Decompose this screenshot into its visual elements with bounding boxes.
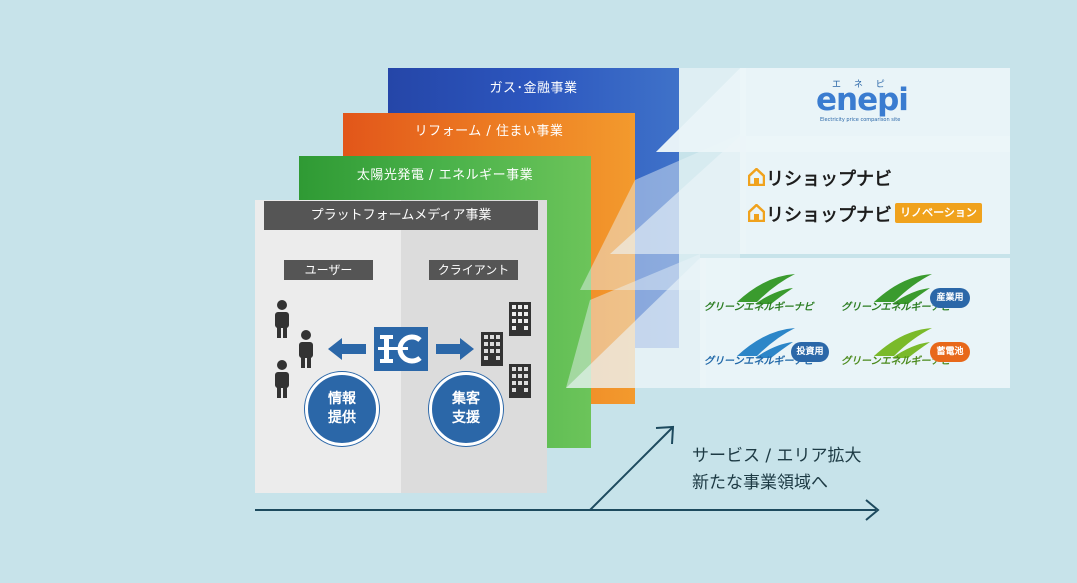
green-energy-battery-logo: グリーンエネルギーナビ <box>841 356 951 367</box>
reshop-logo: リショップナビ <box>766 169 892 190</box>
platform-layer: プラットフォームメディア事業 ユーザー クライアント <box>255 200 547 493</box>
solar-title: 太陽光発電 / エネルギー事業 <box>356 168 534 183</box>
blue-leaf-icon <box>737 328 795 358</box>
enepi-kana: エ ネ ピ <box>832 80 890 90</box>
platform-title: プラットフォームメディア事業 <box>310 208 492 223</box>
green-energy-logo: グリーンエネルギーナビ <box>704 302 814 313</box>
reform-title: リフォーム / 住まい事業 <box>414 124 564 139</box>
platform-title-bar: プラットフォームメディア事業 <box>264 201 538 230</box>
info-provide-bubble: 情報提供 <box>305 372 379 446</box>
battery-badge: 蓄電池 <box>930 342 970 362</box>
reshop-renovation-logo: リショップナビ <box>766 205 892 226</box>
house-icon <box>748 204 765 222</box>
green-energy-industrial-logo: グリーンエネルギーナビ <box>841 302 951 313</box>
enepi-panel-slant <box>656 68 746 152</box>
house-icon <box>748 168 765 186</box>
customer-support-text: 集客支援 <box>452 391 480 426</box>
green-leaf-icon <box>737 274 795 304</box>
right-arrow-icon <box>436 338 474 360</box>
left-arrow-icon <box>328 338 366 360</box>
investment-badge: 投資用 <box>791 342 829 362</box>
customer-support-bubble: 集客支援 <box>429 372 503 446</box>
growth-text-line2: 新たな事業領域へ <box>692 473 828 493</box>
lime-leaf-icon <box>874 328 932 358</box>
growth-text-line1: サービス / エリア拡大 <box>692 446 862 466</box>
person-icon <box>275 360 289 398</box>
green-energy-investment-logo: グリーンエネルギーナビ <box>704 356 814 367</box>
green-leaf-icon <box>874 274 932 304</box>
renovation-badge: リノベーション <box>895 203 982 223</box>
enepi-logo: enepi <box>816 82 909 118</box>
green-energy-panel-slant <box>566 258 706 388</box>
client-tag: クライアント <box>429 260 518 280</box>
building-icon <box>481 332 503 366</box>
company-logo-icon <box>374 327 428 371</box>
person-icon <box>275 300 289 338</box>
person-icon <box>299 330 313 368</box>
industrial-badge: 産業用 <box>930 288 970 308</box>
gas-finance-title: ガス･金融事業 <box>489 81 578 96</box>
user-tag: ユーザー <box>284 260 373 280</box>
reshop-panel-slant <box>610 136 746 254</box>
enepi-tagline: Electricity price comparison site <box>820 117 901 123</box>
reshop-panel <box>740 136 1010 254</box>
building-icon <box>509 302 531 336</box>
building-icon <box>509 364 531 398</box>
green-energy-panel <box>700 258 1010 388</box>
info-provide-text: 情報提供 <box>328 391 356 426</box>
